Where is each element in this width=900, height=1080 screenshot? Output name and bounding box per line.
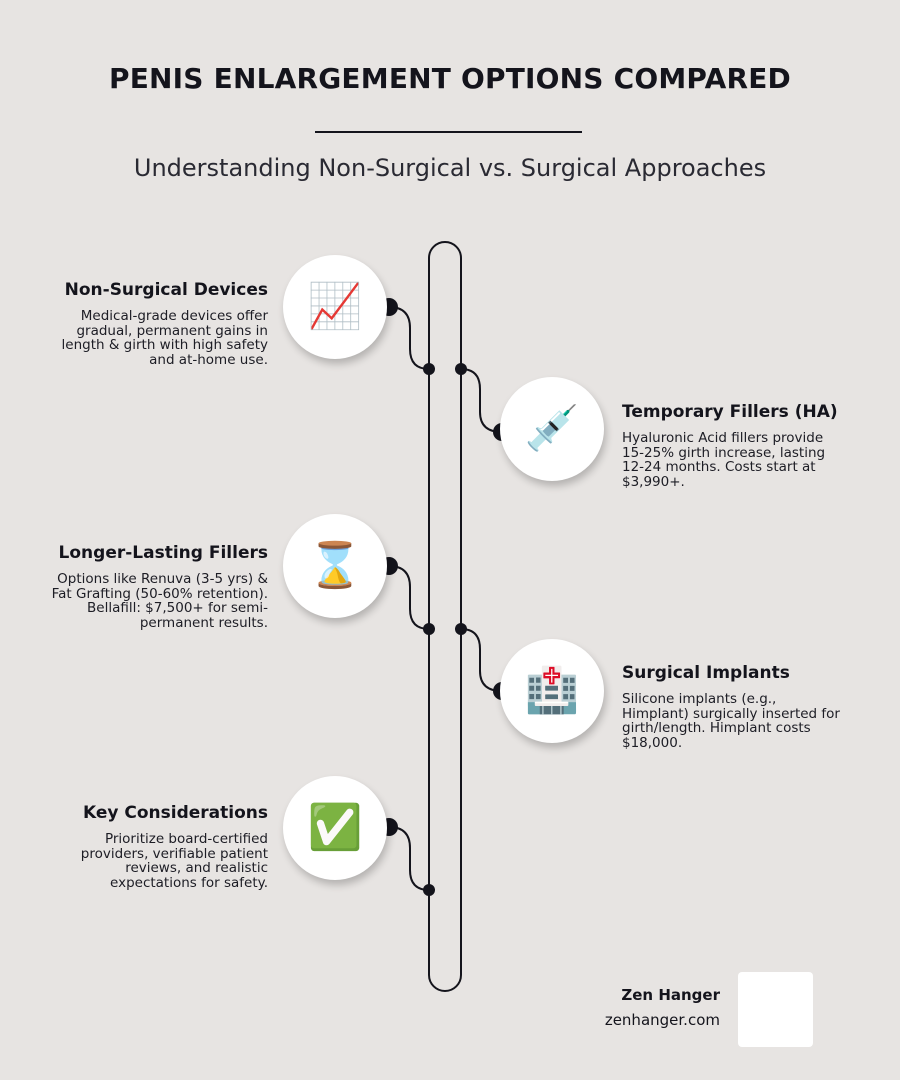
- brand-logo: [738, 972, 813, 1047]
- brand-url[interactable]: zenhanger.com: [604, 1011, 720, 1029]
- timeline-item-non-surgical-devices: Non-Surgical Devices Medical-grade devic…: [43, 280, 268, 367]
- item-description: Hyaluronic Acid fillers provide 15-25% g…: [622, 430, 826, 490]
- check-mark-button-icon: ✅: [283, 776, 387, 880]
- item-description: Medical-grade devices offer gradual, per…: [61, 308, 268, 368]
- connector-item-3: [380, 557, 435, 635]
- timeline-item-surgical-implants: Surgical Implants Silicone implants (e.g…: [622, 663, 847, 750]
- item-description: Options like Renuva (3-5 yrs) & Fat Graf…: [51, 571, 268, 631]
- timeline-item-temporary-fillers: Temporary Fillers (HA) Hyaluronic Acid f…: [622, 402, 847, 489]
- title-divider: [315, 131, 582, 133]
- item-description: Prioritize board-certified providers, ve…: [80, 831, 268, 891]
- hourglass-icon: ⌛: [283, 514, 387, 618]
- item-title: Longer-Lasting Fillers: [58, 543, 268, 563]
- timeline-item-key-considerations: Key Considerations Prioritize board-cert…: [43, 803, 268, 890]
- item-title: Key Considerations: [82, 803, 268, 823]
- brand-name: Zen Hanger: [621, 986, 720, 1004]
- brand-block: Zen Hanger zenhanger.com: [605, 986, 720, 1029]
- page-title: PENIS ENLARGEMENT OPTIONS COMPARED: [109, 62, 791, 95]
- item-title: Surgical Implants: [622, 663, 790, 683]
- syringe-icon: 💉: [500, 377, 604, 481]
- page-subtitle: Understanding Non-Surgical vs. Surgical …: [133, 154, 767, 182]
- chart-increasing-icon: 📈: [283, 255, 387, 359]
- item-description: Silicone implants (e.g., Himplant) surgi…: [622, 691, 840, 751]
- item-title: Temporary Fillers (HA): [622, 402, 838, 422]
- connector-item-1: [380, 298, 435, 375]
- hospital-icon: 🏥: [500, 639, 604, 743]
- timeline-track: [428, 241, 462, 992]
- timeline-item-longer-lasting-fillers: Longer-Lasting Fillers Options like Renu…: [43, 543, 268, 630]
- connector-item-5: [380, 818, 435, 896]
- item-title: Non-Surgical Devices: [64, 280, 268, 300]
